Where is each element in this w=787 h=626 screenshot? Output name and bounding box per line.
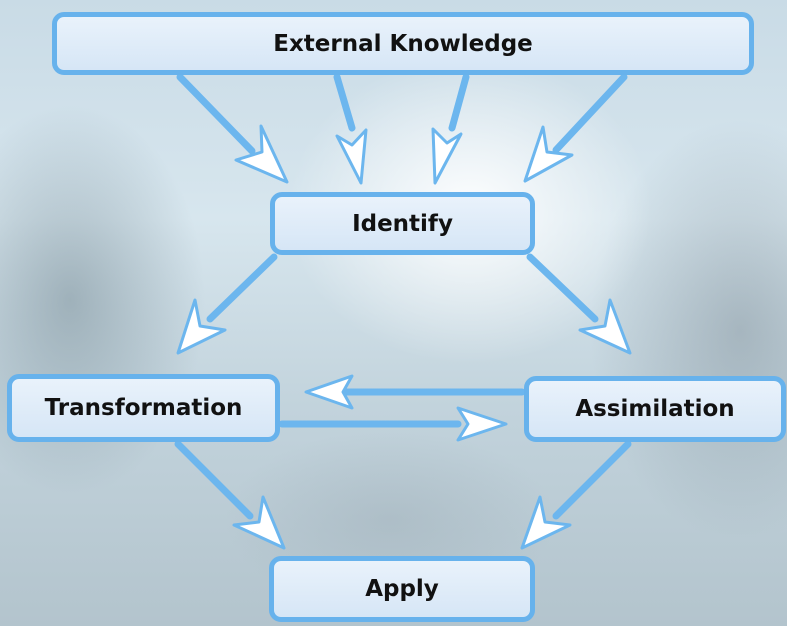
identify-node: Identify bbox=[270, 192, 535, 255]
arrow-transformation-to-assimilation bbox=[278, 406, 508, 442]
arrow-transformation-to-apply bbox=[174, 440, 286, 550]
arrow-external-to-identify-2 bbox=[333, 73, 368, 185]
arrow-assimilation-to-apply bbox=[520, 440, 632, 550]
assimilation-node: Assimilation bbox=[524, 376, 786, 442]
transformation-label: Transformation bbox=[44, 395, 243, 421]
arrow-assimilation-to-transformation bbox=[304, 374, 526, 410]
arrow-external-to-identify-1 bbox=[176, 73, 289, 184]
external-knowledge-label: External Knowledge bbox=[273, 30, 533, 57]
external-knowledge-node: External Knowledge bbox=[52, 12, 754, 75]
apply-label: Apply bbox=[365, 576, 439, 602]
transformation-node: Transformation bbox=[7, 374, 280, 442]
identify-label: Identify bbox=[352, 210, 453, 237]
assimilation-label: Assimilation bbox=[575, 396, 735, 422]
arrow-external-to-identify-3 bbox=[431, 73, 470, 185]
arrow-identify-to-transformation bbox=[176, 253, 278, 355]
apply-node: Apply bbox=[269, 556, 535, 622]
arrow-external-to-identify-4 bbox=[523, 73, 628, 183]
arrow-identify-to-assimilation bbox=[526, 253, 632, 355]
